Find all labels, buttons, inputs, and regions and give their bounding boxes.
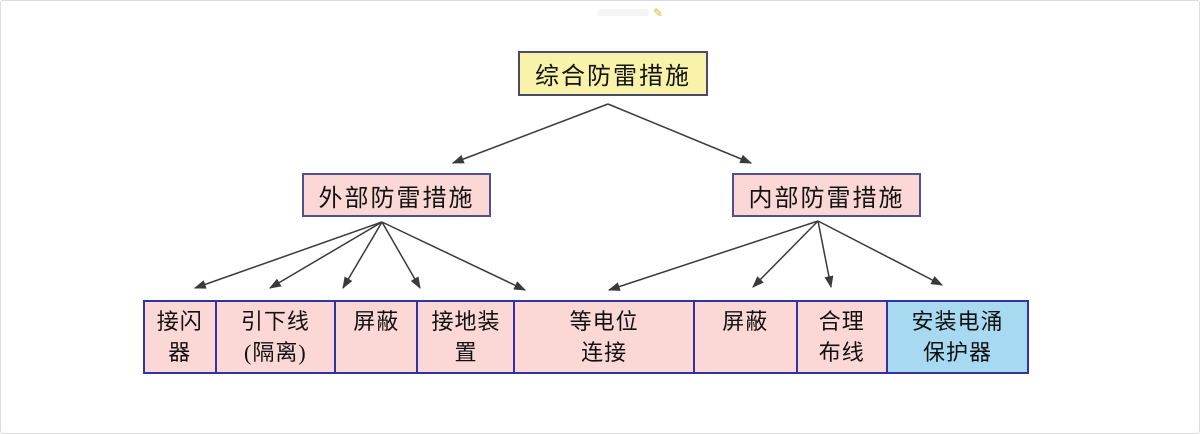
node-root-comprehensive-measures: 综合防雷措施	[518, 51, 708, 96]
leaf-shielding-internal: 屏蔽	[692, 302, 796, 372]
arrow-int-to-equipotential	[607, 220, 819, 291]
node-internal-measures: 内部防雷措施	[732, 173, 921, 217]
node-external-measures: 外部防雷措施	[302, 173, 491, 217]
arrow-root-to-external	[451, 103, 609, 164]
pencil-icon: ✎	[653, 5, 664, 20]
arrow-root-to-internal	[607, 103, 753, 164]
leaf-surge-protector: 安装电涌 保护器	[885, 302, 1027, 372]
arrow-ext-to-down-conductor	[268, 221, 383, 289]
leaf-earthing-device: 接地装 置	[416, 302, 513, 372]
watermark: ✎	[597, 6, 663, 19]
arrow-ext-to-air-terminal	[193, 221, 383, 289]
arrow-ext-to-equipotential	[381, 221, 527, 291]
watermark-smudge	[597, 9, 649, 16]
arrow-int-to-wiring	[817, 220, 834, 289]
leaf-down-conductor: 引下线 (隔离)	[214, 302, 335, 372]
leaf-shielding-external: 屏蔽	[334, 302, 416, 372]
arrow-ext-to-shielding	[342, 221, 383, 290]
arrow-ext-to-earthing	[381, 221, 421, 290]
arrow-int-to-shielding	[752, 220, 819, 288]
leaf-air-terminal: 接闪 器	[156, 309, 203, 365]
arrow-int-to-surge-protector	[817, 220, 944, 286]
leaf-reasonable-wiring: 合理 布线	[795, 302, 886, 372]
leaf-equipotential-bonding: 等电位 连接	[513, 302, 692, 372]
leaf-row: 接闪 器 引下线 (隔离) 屏蔽 接地装 置 等电位 连接 屏蔽 合理 布线 安…	[143, 300, 1029, 374]
